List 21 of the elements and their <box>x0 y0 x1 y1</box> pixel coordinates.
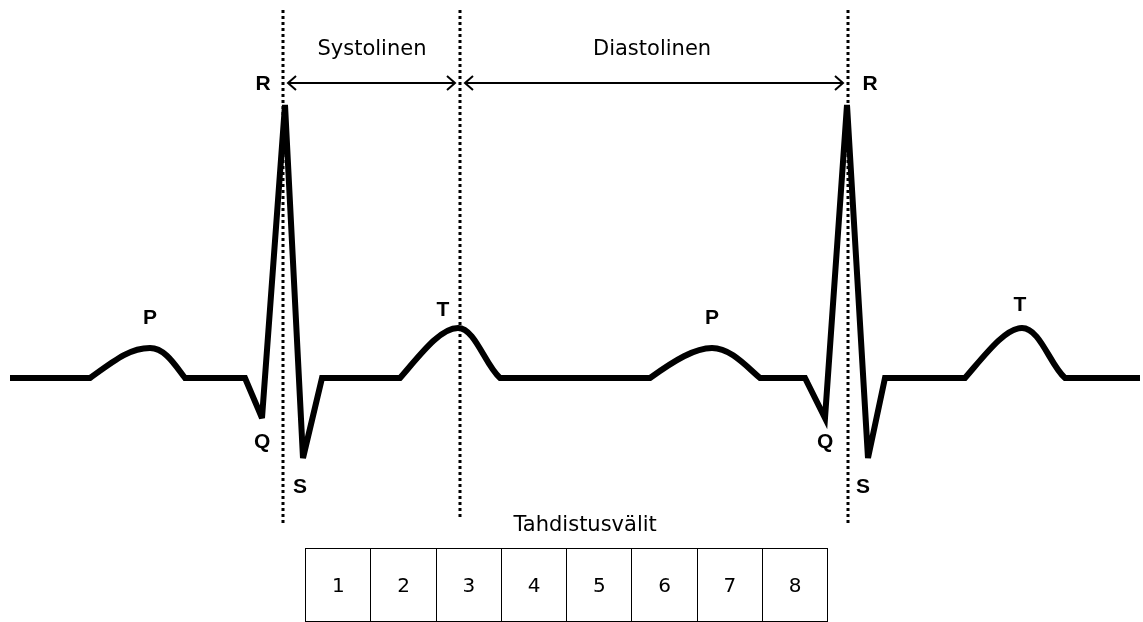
wave-label: Q <box>254 430 271 451</box>
wave-label: Q <box>817 430 834 451</box>
wave-label: P <box>143 306 157 327</box>
interval-cell: 7 <box>696 548 763 622</box>
wave-label: T <box>436 298 450 319</box>
wave-label: P <box>705 306 719 327</box>
interval-cell: 1 <box>305 548 372 622</box>
interval-cell: 4 <box>500 548 568 622</box>
interval-cell: 6 <box>631 548 698 622</box>
interval-cell: 3 <box>435 548 502 622</box>
wave-label: R <box>862 72 878 93</box>
interval-cell: 8 <box>761 548 829 622</box>
wave-label: S <box>293 475 307 496</box>
interval-label: Systolinen <box>317 38 427 59</box>
interval-cell: 5 <box>566 548 633 622</box>
table-heading: Tahdistusvälit <box>513 514 657 535</box>
wave-label: R <box>255 72 271 93</box>
wave-label: T <box>1013 293 1027 314</box>
interval-label: Diastolinen <box>593 38 712 59</box>
interval-cell: 2 <box>370 548 437 622</box>
wave-label: S <box>856 475 870 496</box>
